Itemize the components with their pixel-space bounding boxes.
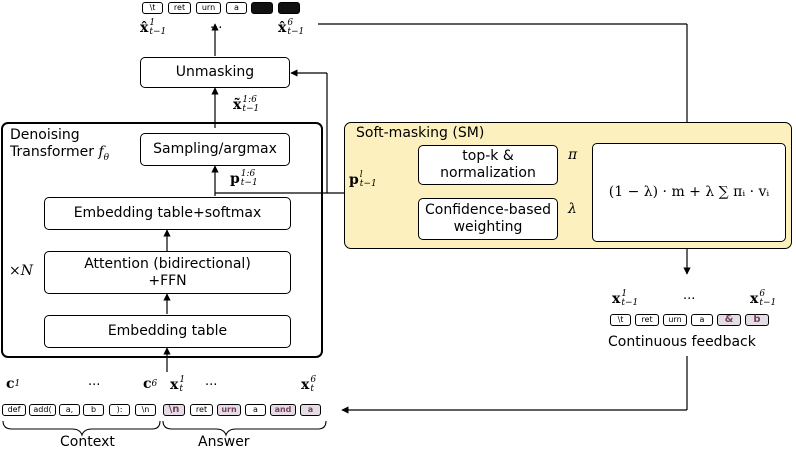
token: ret (190, 404, 213, 416)
attention-ffn-box: Attention (bidirectional) +FFN (44, 251, 291, 294)
context-brace (2, 420, 161, 437)
confidence-weighting-box: Confidence-based weighting (418, 198, 558, 240)
mixed-token: and (270, 404, 296, 416)
masked-token (278, 2, 300, 14)
mixing-formula-box: (1 − λ) · m + λ ∑ πᵢ · vᵢ (592, 143, 786, 242)
embedding-table-box: Embedding table (44, 315, 291, 348)
lambda-label: λ (568, 201, 577, 217)
token: a, (59, 404, 80, 416)
topk-normalization-box: top-k & normalization (418, 145, 558, 185)
token: urn (196, 2, 221, 14)
token: add( (29, 404, 56, 416)
ellipsis: ... (88, 374, 101, 389)
mixed-token: & (717, 314, 741, 326)
mixed-token: b (745, 314, 769, 326)
masked-token (251, 2, 273, 14)
continuous-feedback-label: Continuous feedback (608, 334, 756, 350)
token: def (2, 404, 26, 416)
token: a (245, 404, 266, 416)
denoiser-title: Denoising Transformer fθ (10, 127, 110, 163)
soft-masking-title: Soft-masking (SM) (356, 125, 485, 141)
token: a (691, 314, 713, 326)
mixed-token: a (300, 404, 321, 416)
token: ret (168, 2, 191, 14)
ellipsis: ... (205, 374, 218, 389)
embedding-softmax-box: Embedding table+softmax (44, 197, 291, 230)
context-label: Context (60, 434, 115, 450)
token: urn (663, 314, 687, 326)
mixed-token: urn (217, 404, 241, 416)
repeat-n-label: ×N (9, 263, 33, 279)
unmasking-box: Unmasking (140, 57, 290, 88)
token: ret (635, 314, 659, 326)
token: \t (610, 314, 631, 326)
sampling-argmax-box: Sampling/argmax (140, 133, 290, 166)
answer-brace (162, 420, 327, 437)
token: b (83, 404, 104, 416)
answer-label: Answer (198, 434, 250, 450)
token: ): (109, 404, 130, 416)
ellipsis: ... (210, 17, 223, 32)
token: \n (135, 404, 156, 416)
mixed-token: \n (163, 404, 185, 416)
pi-label: π (568, 147, 578, 163)
ellipsis: ... (683, 288, 696, 303)
token: \t (142, 2, 163, 14)
token: a (226, 2, 247, 14)
denoising-transformer-panel (1, 122, 323, 358)
